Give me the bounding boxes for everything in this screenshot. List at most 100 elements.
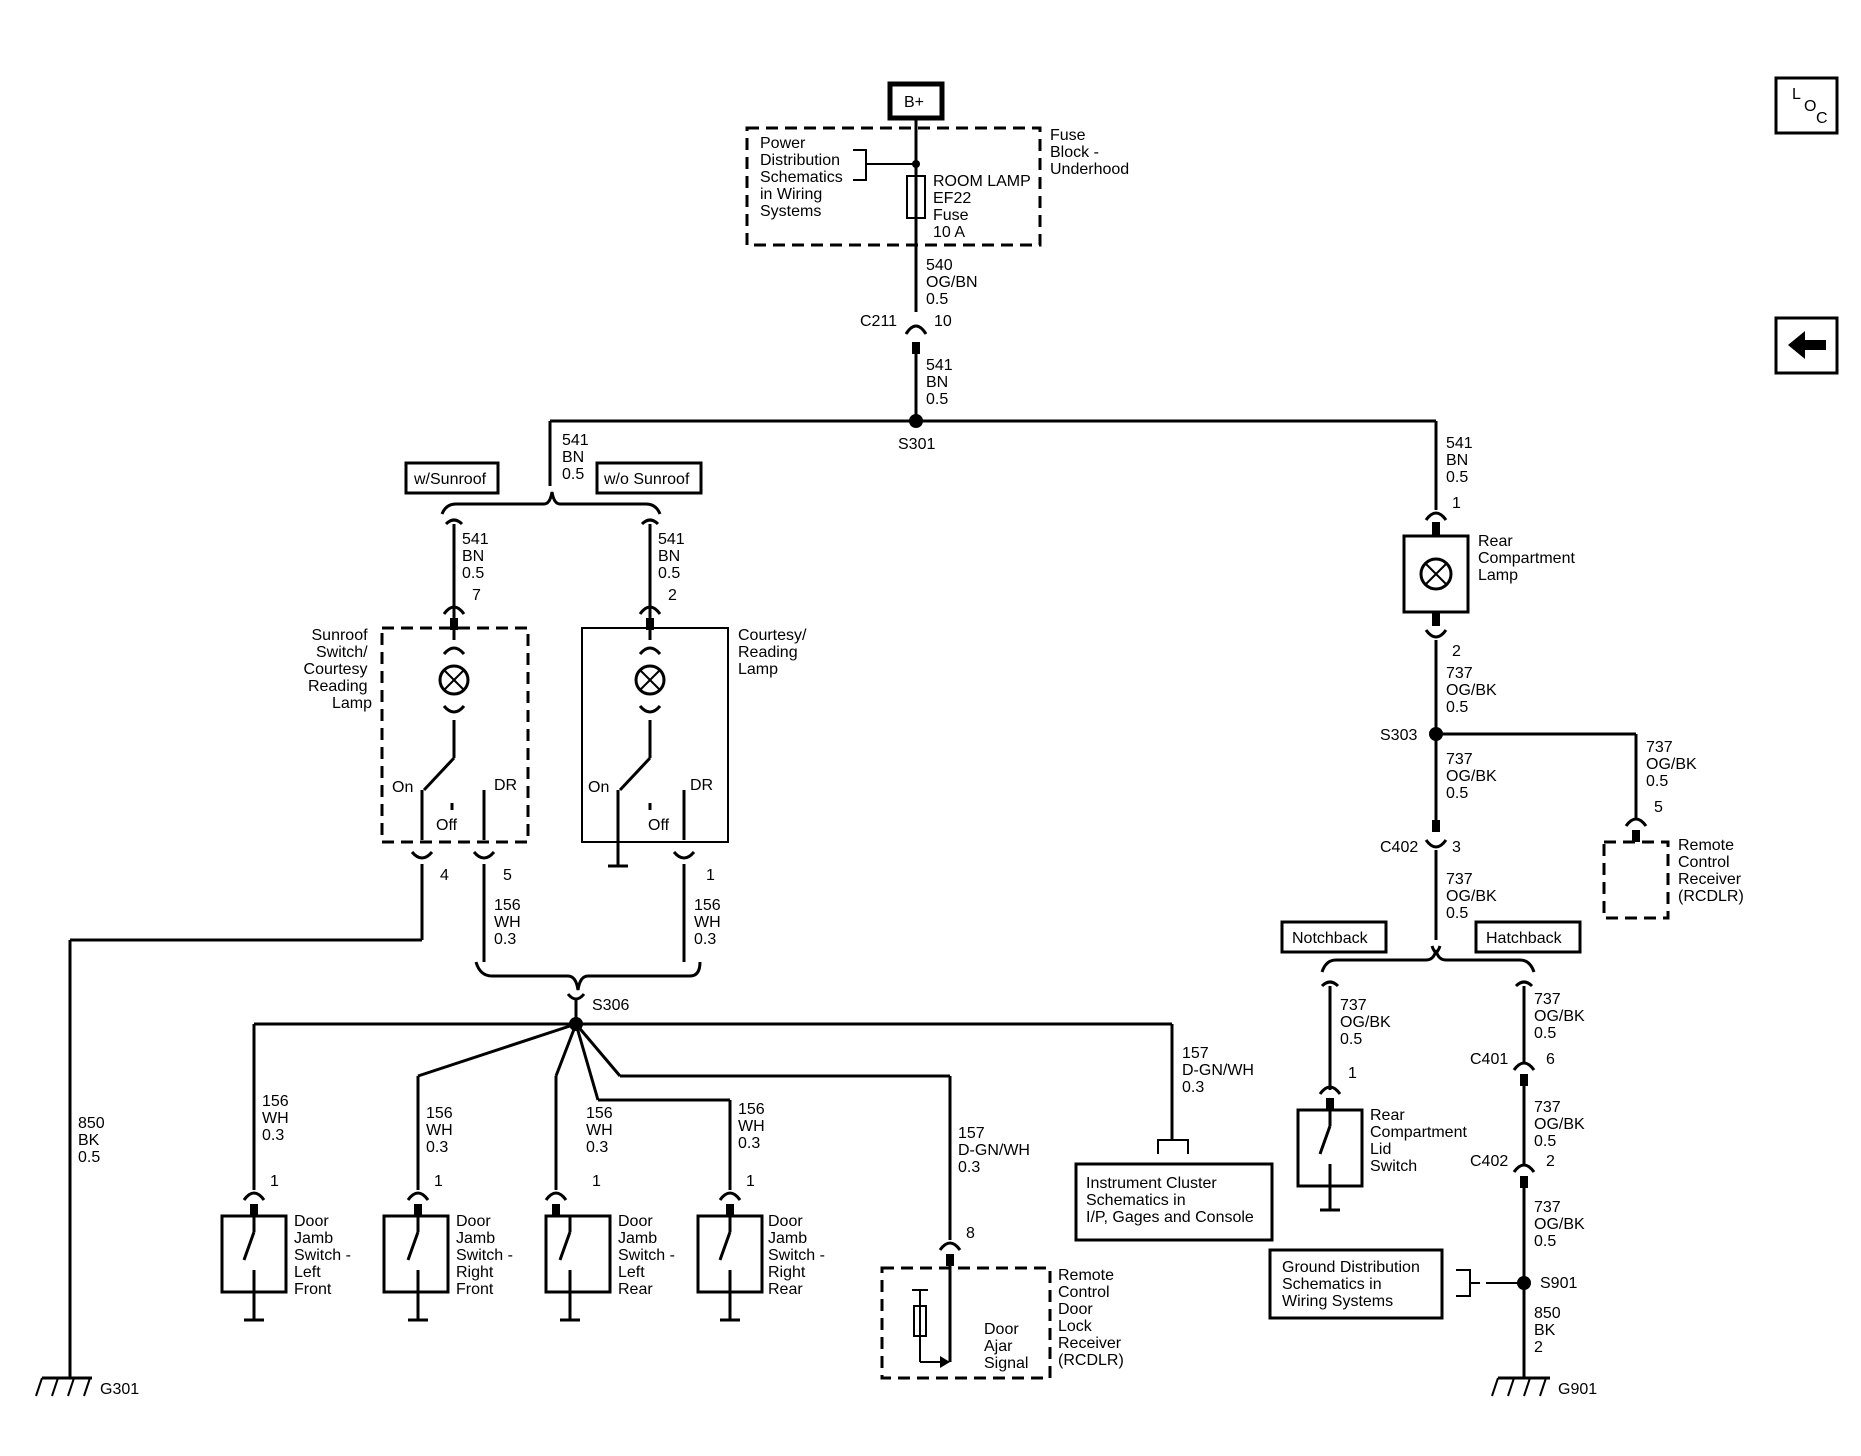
wire-541-main-label: 541 BN 0.5 <box>926 357 957 408</box>
pin-courtesy-out: 1 <box>706 867 715 884</box>
wire-737-b-label: 737 OG/BK 0.5 <box>1446 751 1501 802</box>
rcdlr-top-label: Remote Control Receiver (RCDLR) <box>1678 837 1746 905</box>
connector-c402-bot-label: C402 <box>1470 1153 1508 1170</box>
option-hatchback-label: Hatchback <box>1486 930 1563 947</box>
courtesy-lamp-label: Courtesy/ Reading Lamp <box>738 627 811 678</box>
door-jamb-rr-label: Door Jamb Switch - Right Rear <box>768 1213 829 1298</box>
ground-g301-icon <box>35 1376 92 1397</box>
power-distribution-ref: Power Distribution Schematics in Wiring … <box>760 135 847 220</box>
loc-button[interactable]: L O C <box>1774 76 1839 135</box>
door-jamb-lr-label: Door Jamb Switch - Left Rear <box>618 1213 679 1298</box>
wire-737-c-label: 737 OG/BK 0.5 <box>1446 871 1501 922</box>
connector-c402-top-pin: 3 <box>1452 839 1461 856</box>
pin-rcdlr-top: 5 <box>1654 799 1663 816</box>
door-jamb-rf-label: Door Jamb Switch - Right Front <box>456 1213 517 1298</box>
wire-156-lf-label: 156 WH 0.3 <box>262 1093 293 1144</box>
wire-156-sunroof-label: 156 WH 0.3 <box>494 897 525 948</box>
rcdlr-top-outline <box>1602 840 1670 920</box>
wire-737-rcdlr-label: 737 OG/BK 0.5 <box>1646 739 1701 790</box>
ground-g901-icon <box>1491 1376 1550 1397</box>
door-jamb-switch-left-rear <box>544 1191 612 1322</box>
connector-c211 <box>904 324 928 354</box>
wire-541-courtesy-label: 541 BN 0.5 <box>658 531 689 582</box>
wire-850-right-label: 850 BK 2 <box>1534 1305 1565 1356</box>
switch-courtesy-dr: DR <box>690 777 713 794</box>
sunroof-switch-contact <box>422 756 456 792</box>
instrument-cluster-ref-label: Instrument Cluster Schematics in I/P, Ga… <box>1086 1175 1254 1226</box>
pin-dj-lr: 1 <box>592 1173 601 1190</box>
wire-156-lr-label: 156 WH 0.3 <box>586 1105 617 1156</box>
pin-dj-lf: 1 <box>270 1173 279 1190</box>
connector-c211-pin: 10 <box>934 313 952 330</box>
door-ajar-signal-label: Door Ajar Signal <box>984 1321 1028 1372</box>
battery-source-label: B+ <box>904 94 924 111</box>
splice-s901-label: S901 <box>1540 1275 1577 1292</box>
wire-157-rcdlr-label: 157 D-GN/WH 0.3 <box>958 1125 1034 1176</box>
switch-sunroof-dr: DR <box>494 777 517 794</box>
option-notchback-box <box>1280 920 1388 954</box>
wire-156-courtesy-label: 156 WH 0.3 <box>694 897 725 948</box>
sunroof-switch-lamp-outline <box>380 626 530 844</box>
ground-g901-label: G901 <box>1558 1381 1597 1398</box>
splice-s301 <box>909 414 923 428</box>
arrow-left-icon <box>1788 331 1826 359</box>
pin-rcdlr-bottom: 8 <box>966 1225 975 1242</box>
fuse-block-outline <box>745 126 1042 247</box>
pin-dj-rr: 1 <box>746 1173 755 1190</box>
rcdlr-bottom-label: Remote Control Door Lock Receiver (RCDLR… <box>1058 1267 1126 1369</box>
loc-letter-c: C <box>1816 110 1828 127</box>
room-lamp-fuse-icon <box>906 175 926 219</box>
connector-c401-pin: 6 <box>1546 1051 1555 1068</box>
lid-switch-label: Rear Compartment Lid Switch <box>1370 1107 1471 1175</box>
wire-737-hatch3-label: 737 OG/BK 0.5 <box>1534 1199 1589 1250</box>
back-button[interactable] <box>1774 316 1839 375</box>
pin-sunroof-on: 4 <box>440 867 449 884</box>
option-brace-top <box>440 491 662 515</box>
rear-compartment-lid-switch <box>1296 1085 1364 1212</box>
option-brace-rear <box>1320 949 1536 973</box>
switch-sunroof-on: On <box>392 779 413 796</box>
door-jamb-switch-right-rear <box>696 1191 764 1322</box>
option-no-sunroof-label: w/o Sunroof <box>603 471 690 488</box>
switch-courtesy-on: On <box>588 779 609 796</box>
option-no-sunroof-box <box>595 461 703 495</box>
wire-737-notch-label: 737 OG/BK 0.5 <box>1340 997 1395 1048</box>
pin-rear-lamp-out: 2 <box>1452 643 1461 660</box>
ground-distribution-ref-label: Ground Distribution Schematics in Wiring… <box>1282 1259 1424 1310</box>
option-sunroof-label: w/Sunroof <box>413 471 487 488</box>
fuse-block-title: Fuse Block - Underhood <box>1050 127 1129 178</box>
connector-c211-label: C211 <box>860 313 897 330</box>
loc-letter-o: O <box>1804 98 1816 115</box>
wire-541-rear-label: 541 BN 0.5 <box>1446 435 1477 486</box>
fuse-label: ROOM LAMP EF22 Fuse 10 A <box>933 173 1035 241</box>
loc-letter-l: L <box>1792 86 1801 103</box>
pin-sunroof-dr: 5 <box>503 867 512 884</box>
splice-s306-brace <box>474 961 702 991</box>
wire-540-label: 540 OG/BN 0.5 <box>926 257 982 308</box>
instrument-cluster-ref-box <box>1074 1162 1274 1242</box>
switch-sunroof-off: Off <box>436 817 458 834</box>
wire-737-hatch1-label: 737 OG/BK 0.5 <box>1534 991 1589 1042</box>
door-ajar-resistor-icon <box>913 1305 927 1337</box>
wire-156-rf-label: 156 WH 0.3 <box>426 1105 457 1156</box>
pin-rear-lamp-in: 1 <box>1452 495 1461 512</box>
rear-compartment-lamp-label: Rear Compartment Lamp <box>1478 533 1579 584</box>
ground-distribution-ref-box <box>1268 1248 1444 1320</box>
pin-dj-rf: 1 <box>434 1173 443 1190</box>
switch-courtesy-off: Off <box>648 817 670 834</box>
option-notchback-label: Notchback <box>1292 930 1369 947</box>
courtesy-lamp-outline <box>581 627 729 843</box>
connector-c402-top-label: C402 <box>1380 839 1418 856</box>
rcdlr-bottom-outline <box>880 1266 1052 1380</box>
door-jamb-lf-label: Door Jamb Switch - Left Front <box>294 1213 355 1298</box>
connector-c401-label: C401 <box>1470 1051 1508 1068</box>
option-hatchback-box <box>1474 920 1582 954</box>
pin-sunroof-in: 7 <box>472 587 481 604</box>
pin-lid-switch: 1 <box>1348 1065 1357 1082</box>
wire-157-ic-label: 157 D-GN/WH 0.3 <box>1182 1045 1258 1096</box>
wire-850-left-label: 850 BK 0.5 <box>78 1115 109 1166</box>
wire-541-sunroof-label: 541 BN 0.5 <box>462 531 493 582</box>
connector-c402-bot-pin: 2 <box>1546 1153 1555 1170</box>
door-jamb-switch-left-front <box>220 1191 288 1322</box>
